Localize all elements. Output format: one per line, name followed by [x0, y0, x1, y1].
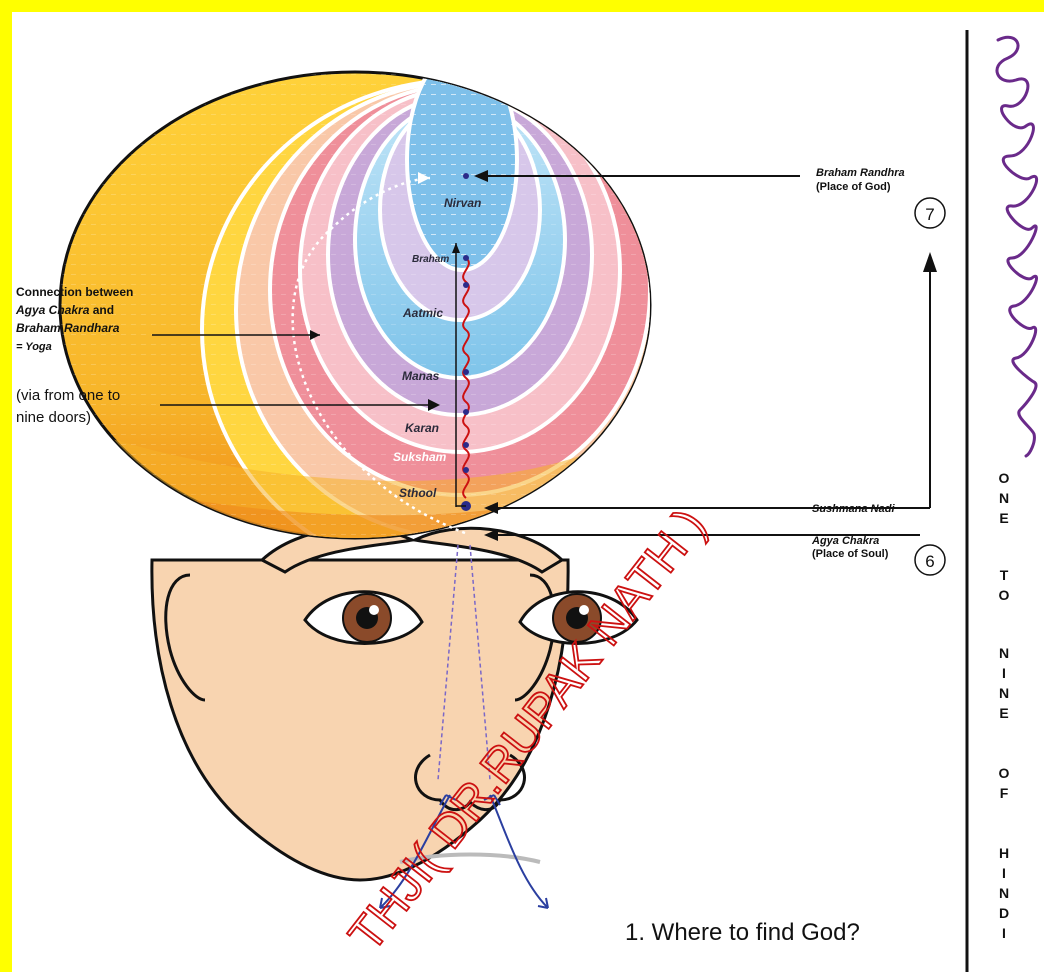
connection-label-line2: Agya Chakra and — [15, 303, 114, 317]
layer-label: Karan — [405, 421, 439, 435]
layer-label: Sthool — [399, 486, 437, 500]
svg-text:N: N — [999, 685, 1009, 701]
svg-text:N: N — [999, 490, 1009, 506]
aura-dome — [60, 50, 718, 580]
svg-text:O: O — [999, 470, 1010, 486]
hindi-script-decoration — [997, 37, 1037, 456]
connection-label-line3: Braham Randhara — [16, 321, 120, 335]
svg-text:6: 6 — [925, 552, 934, 571]
svg-text:F: F — [1000, 785, 1009, 801]
agya-label: Agya Chakra — [811, 535, 879, 547]
via-label-line1: (via from one to — [16, 387, 120, 404]
number-badge-7: 7 — [915, 198, 945, 228]
svg-text:7: 7 — [925, 205, 934, 224]
braham-randhra-label: Braham Randhra — [816, 167, 905, 179]
svg-text:D: D — [999, 905, 1009, 921]
layer-label: Braham — [412, 254, 449, 265]
braham-randhra-sub: (Place of God) — [816, 181, 891, 193]
layer-label: Manas — [402, 369, 440, 383]
svg-text:I: I — [1002, 665, 1006, 681]
svg-text:I: I — [1002, 925, 1006, 941]
sushmana-label: Sushmana Nadi — [812, 503, 895, 515]
svg-text:E: E — [999, 705, 1008, 721]
caption: 1. Where to find God? — [625, 919, 860, 946]
connection-label-line4: = Yoga — [16, 341, 52, 353]
svg-text:N: N — [999, 885, 1009, 901]
side-text: O N E T O N I N E O F H I N D I — [999, 470, 1010, 941]
svg-text:H: H — [999, 845, 1009, 861]
number-badge-6: 6 — [915, 545, 945, 575]
layer-label: Suksham — [393, 450, 447, 464]
svg-text:I: I — [1002, 865, 1006, 881]
right-labels: Braham Randhra (Place of God) Sushmana N… — [811, 167, 905, 560]
agya-sub: (Place of Soul) — [812, 548, 889, 560]
via-label-line2: nine doors) — [16, 409, 91, 426]
svg-text:E: E — [999, 510, 1008, 526]
svg-text:O: O — [999, 587, 1010, 603]
svg-text:O: O — [999, 765, 1010, 781]
svg-text:T: T — [1000, 567, 1009, 583]
connection-label-line1: Connection between — [16, 285, 133, 299]
layer-label: Nirvan — [444, 196, 481, 210]
svg-text:N: N — [999, 645, 1009, 661]
layer-label: Aatmic — [402, 306, 443, 320]
